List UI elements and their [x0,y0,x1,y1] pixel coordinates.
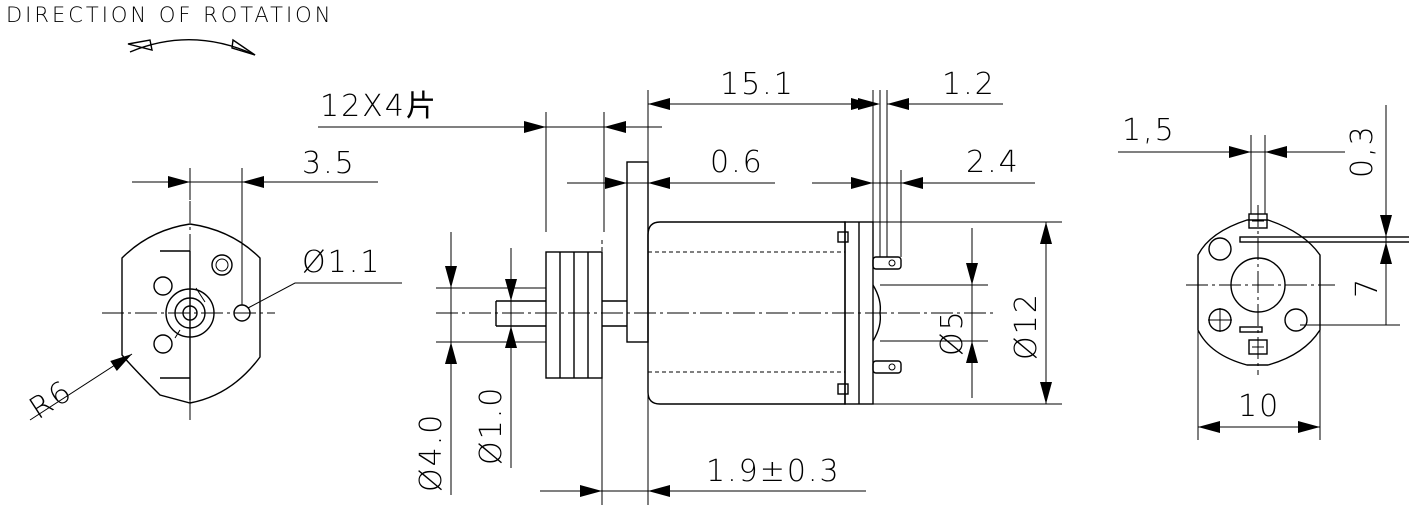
dim-body-length: 15.1 [720,67,795,102]
dim-front-width: 3.5 [302,146,356,181]
dim-shaft-diameter: Ø1.0 [474,386,509,465]
end-hole-upper-left [1208,237,1232,261]
front-hole-upper-right [211,254,233,276]
front-hub-outer [165,288,215,338]
dim-terminal-spacing: 2.4 [966,145,1020,180]
end-boss [1230,257,1286,313]
front-view: 3.5 Ø1.1 R6 [23,146,402,427]
bearing-flange [626,161,649,343]
dim-boss-diameter: Ø5 [935,309,970,356]
terminal-top [872,256,902,270]
terminal-bottom [872,360,902,374]
rotation-title: DIRECTION OF ROTATION [6,3,333,27]
end-terminal-bottom [1248,339,1268,355]
rotation-arrow-right [231,38,256,56]
rotation-indicator: DIRECTION OF ROTATION [6,3,333,56]
front-hub-inner [174,297,206,329]
dim-slot-width: 1,5 [1122,113,1176,148]
front-hole-upper-left [153,276,173,296]
front-shaft [182,305,198,321]
dim-outer-diameter: Ø4.0 [414,413,449,492]
rotation-arc [129,39,256,56]
dim-end-width: 10 [1238,389,1280,424]
front-body-outline [121,223,261,404]
dim-rotor: 12X4片 [320,89,438,124]
dim-shaft-extension: 1.9±0.3 [706,454,841,489]
dim-front-hole: Ø1.1 [302,245,381,280]
rotation-arrow-left [127,39,153,51]
end-terminal-top [1248,213,1268,229]
side-view: 12X4片 15.1 1.2 0.6 2.4 Ø5 [318,67,1062,505]
dim-terminal-thickness: 1.2 [942,67,996,102]
end-view: 1,5 0,3 7 10 [1118,105,1409,440]
dim-slot-depth: 0,3 [1345,124,1380,178]
dim-offset: 0.6 [710,145,764,180]
end-hole-right [1284,308,1308,332]
dim-body-diameter: Ø12 [1009,292,1044,360]
dim-end-height: 7 [1350,277,1385,298]
front-hole-lower-left [153,334,173,354]
